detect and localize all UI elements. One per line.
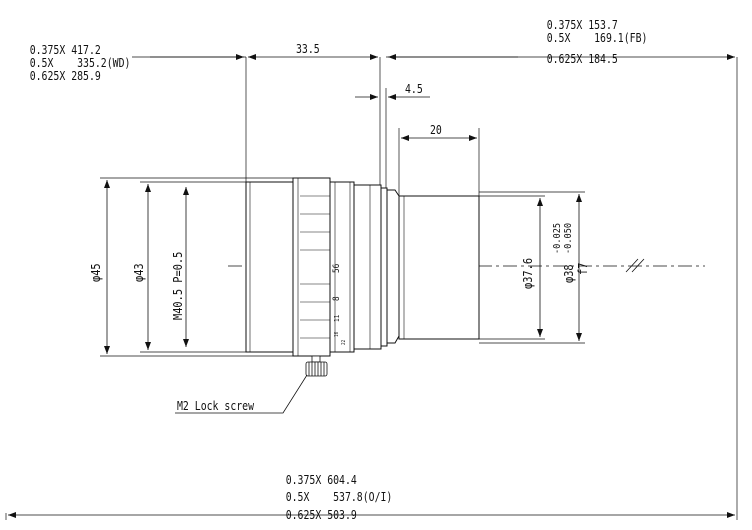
focus-ring-knurl	[297, 178, 330, 356]
oi-value: 604.4	[327, 473, 357, 487]
fb-value: 169.1	[594, 31, 624, 45]
oi-row-05: 0.5X 537.8(O/I)	[262, 478, 393, 517]
oi-mag: 0.625X	[285, 508, 322, 522]
fit-class-label: f7	[576, 262, 590, 275]
oi-value: 503.9	[327, 508, 357, 522]
lock-screw-leader	[175, 374, 308, 414]
wd-suffix: (WD)	[106, 56, 131, 70]
dim-label-phi43: φ43	[132, 263, 146, 282]
wd-row-0625: 0.625X 285.9	[6, 57, 101, 96]
wd-mag: 0.625X	[29, 69, 66, 83]
fb-mag: 0.5X	[546, 31, 571, 45]
rear-collar	[353, 184, 382, 350]
oi-mag: 0.5X	[285, 490, 310, 504]
mount-neck	[386, 189, 400, 344]
fb-row-0375: 0.375X 153.7	[523, 6, 618, 45]
oi-suffix: (O/I)	[362, 490, 393, 504]
fb-value: 184.5	[588, 52, 618, 66]
dim-label-phi38: φ38	[562, 264, 576, 283]
wd-value: 285.9	[71, 69, 101, 83]
extension-lines	[5, 57, 738, 520]
tolerance-lower: -0.050	[563, 222, 574, 254]
fb-suffix: (FB)	[623, 31, 648, 45]
wd-row-0375: 0.375X 417.2	[6, 31, 101, 70]
mount-flange	[380, 187, 388, 347]
wd-mag: 0.5X	[29, 56, 54, 70]
fb-value: 153.7	[588, 18, 618, 32]
scale-mark-11: 11	[333, 314, 341, 322]
dim-label-4-5: 4.5	[405, 82, 423, 96]
wd-row-05: 0.5X 335.2(WD)	[6, 44, 131, 83]
focus-ring	[292, 177, 331, 357]
dim-label-phi45: φ45	[89, 263, 103, 282]
dim-label-33-5: 33.5	[296, 42, 320, 56]
dim-label-thread: M40.5 P=0.5	[171, 251, 185, 320]
dimension-lines	[8, 54, 735, 518]
lock-screw	[305, 355, 328, 377]
scale-mark-56: 56	[332, 263, 342, 273]
axis-break-symbol	[625, 258, 645, 273]
fb-mag: 0.375X	[546, 18, 583, 32]
scale-mark-16: 16	[334, 331, 340, 337]
oi-row-0625: 0.625X 503.9	[262, 496, 357, 530]
front-barrel	[245, 181, 294, 353]
lens-body	[245, 177, 480, 357]
dim-label-phi37-6: φ37.6	[521, 257, 535, 289]
wd-mag: 0.375X	[29, 43, 66, 57]
scale-mark-8: 8	[332, 296, 342, 301]
lock-screw-label: M2 Lock screw	[177, 399, 255, 413]
rear-mount-cylinder	[398, 195, 480, 340]
scale-mark-22: 22	[341, 339, 347, 345]
fb-mag: 0.625X	[546, 52, 583, 66]
wd-value: 417.2	[71, 43, 101, 57]
oi-row-0375: 0.375X 604.4	[262, 461, 357, 500]
wd-value: 335.2	[77, 56, 107, 70]
dim-label-20: 20	[430, 123, 442, 137]
fb-row-0625: 0.625X 184.5	[523, 40, 618, 79]
oi-mag: 0.375X	[285, 473, 322, 487]
fb-row-05: 0.5X 169.1(FB)	[523, 19, 648, 58]
oi-value: 537.8	[333, 490, 363, 504]
